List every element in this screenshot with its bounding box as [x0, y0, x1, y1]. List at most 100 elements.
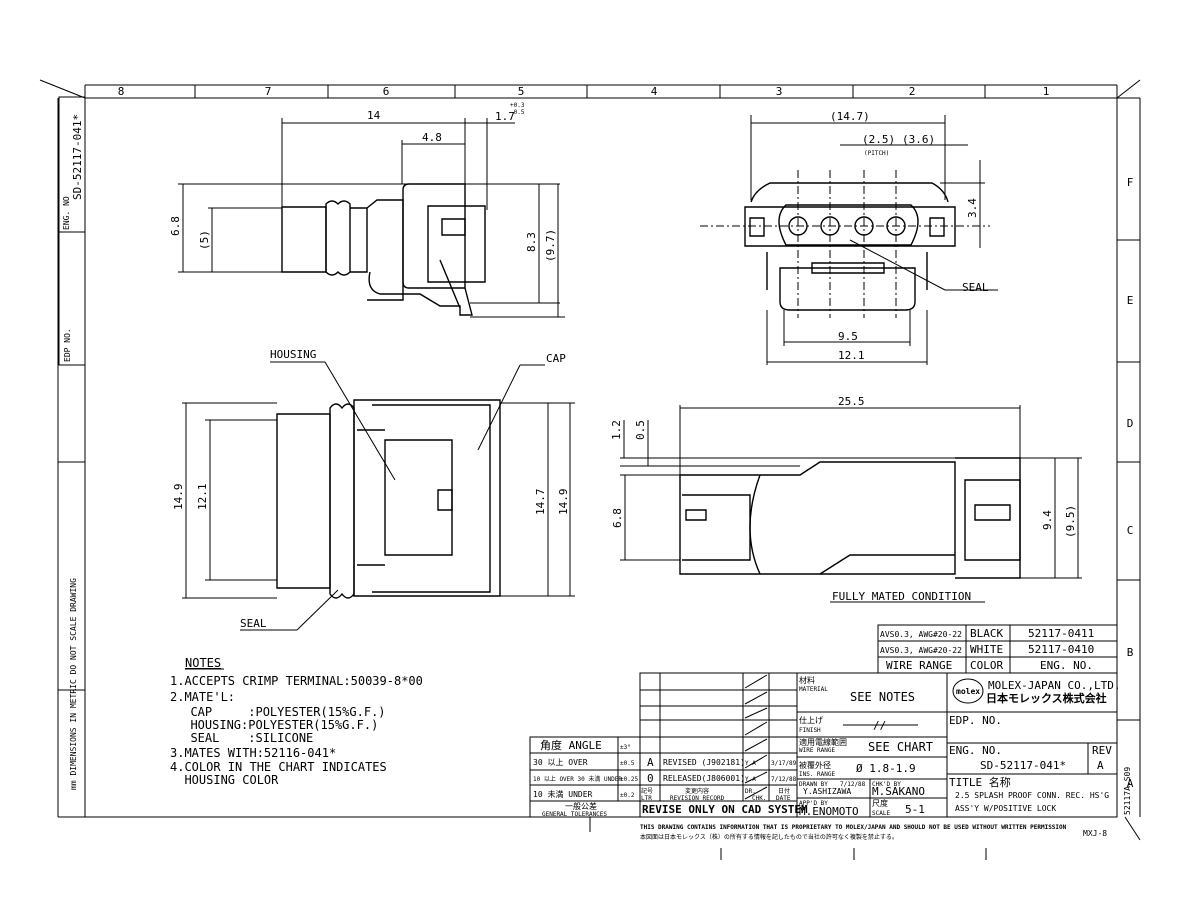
pitch-label: (PITCH)	[864, 150, 889, 157]
dim-tol-plus: +0.3	[510, 102, 525, 109]
seal-label: SEAL	[962, 281, 989, 294]
material-value: SEE NOTES	[850, 690, 915, 704]
dim-5: (5)	[198, 230, 211, 250]
note-line: SEAL :SILICONE	[176, 731, 313, 745]
tol-value: ±0.2	[620, 792, 635, 799]
dim-3-4: 3.4	[966, 198, 979, 218]
ltr-label: LTR	[641, 795, 652, 802]
tol-value: ±0.5	[620, 760, 635, 767]
tol-footer: GENERAL TOLERANCES	[542, 811, 607, 818]
ltr-jp: 記号	[641, 787, 653, 795]
notes-title: NOTES	[185, 656, 221, 670]
cad-notice: REVISE ONLY ON CAD SYSTEM	[642, 803, 808, 816]
note-line: CAP :POLYESTER(15%G.F.)	[176, 705, 386, 719]
drawn-by: Y.ASHIZAWA	[803, 787, 851, 796]
header-eng-no: ENG. NO.	[1040, 659, 1093, 672]
wire-range-value: SEE CHART	[868, 740, 933, 754]
wire-range-jp: 適用電線範囲	[799, 737, 847, 747]
metric-note: mm DIMENSIONS IN METRIC DO NOT SCALE DRA…	[69, 578, 78, 790]
title-line-1: 2.5 SPLASH PROOF CONN. REC. HS'G	[955, 791, 1109, 800]
notes: NOTES 1.ACCEPTS CRIMP TERMINAL:50039-8*0…	[170, 656, 423, 787]
record-jp: 変更内容	[685, 787, 709, 795]
wire-spec: AVS0.3, AWG#20-22	[880, 646, 962, 655]
row-letter: B	[1127, 646, 1134, 659]
company-name: MOLEX-JAPAN CO.,LTD.	[988, 679, 1120, 692]
title-line-2: ASS'Y W/POSITIVE LOCK	[955, 804, 1056, 813]
dim-0-5: 0.5	[634, 420, 647, 440]
column-number: 7	[265, 85, 272, 98]
record-label: REVISION RECORD	[670, 795, 725, 802]
top-view: 14.9 12.1 14.7 14.9 HOUSING CAP SEAL	[172, 348, 575, 631]
dim-9-7: (9.7)	[544, 229, 557, 262]
chk-label: CHK.	[752, 795, 766, 802]
housing-label: HOUSING	[270, 348, 316, 361]
dim-25-5: 25.5	[838, 395, 865, 408]
note-line: 4.COLOR IN THE CHART INDICATES	[170, 760, 387, 774]
ins-range-label: INS. RANGE	[799, 771, 836, 778]
dim-14: 14	[367, 109, 381, 122]
approved-label: APP'D BY	[799, 800, 828, 807]
tol-range: 10 以上 OVER 30 未満 UNDER	[533, 775, 622, 783]
drawn-date: 7/12/88	[840, 781, 866, 788]
column-number: 5	[518, 85, 525, 98]
dim-12-1: 12.1	[838, 349, 865, 362]
rev-record: RELEASED(J806001)	[663, 774, 745, 783]
wire-chart: AVS0.3, AWG#20-22 BLACK 52117-0411 AVS0.…	[877, 624, 1118, 674]
side-eng-no: SD-52117-041*	[71, 114, 84, 200]
dim-14-7: 14.7	[534, 489, 547, 516]
dim-8-3: 8.3	[525, 232, 538, 252]
rev-by: Y.A	[745, 760, 756, 767]
header-color: COLOR	[970, 659, 1003, 672]
date-jp: 日付	[778, 787, 790, 795]
mated-caption: FULLY MATED CONDITION	[832, 590, 971, 603]
date-label: DATE	[776, 795, 791, 802]
header-wire-range: WIRE RANGE	[886, 659, 952, 672]
dim-14-9: 14.9	[557, 489, 570, 516]
tol-range: 10 未満 UNDER	[533, 789, 593, 799]
front-view: (14.7) (2.5) (3.6) (PITCH) 3.4 9.5 12.1 …	[700, 110, 998, 365]
side-edp-label: EDP NO.	[63, 328, 72, 362]
column-number: 8	[118, 85, 125, 98]
column-number: 1	[1043, 85, 1050, 98]
rev-date: 7/12/88	[771, 776, 797, 783]
note-line: 2.MATE'L:	[170, 690, 235, 704]
scale-label: SCALE	[872, 810, 890, 817]
dim-12-1: 12.1	[196, 484, 209, 511]
proprietary-notice: THIS DRAWING CONTAINS INFORMATION THAT I…	[640, 824, 1067, 831]
note-line: HOUSING:POLYESTER(15%G.F.)	[176, 718, 378, 732]
finish-label: FINISH	[799, 727, 821, 734]
title-label: TITLE 名称	[949, 775, 1011, 789]
molex-logo: molex	[952, 678, 984, 704]
row-letter: A	[1127, 777, 1134, 790]
dim-6-8: 6.8	[611, 508, 624, 528]
dim-1-7: 1.7	[495, 110, 515, 123]
column-number: 4	[651, 85, 658, 98]
dr-label: DR.	[745, 788, 756, 795]
rev-by: Y.A	[745, 776, 756, 783]
tol-value: ±0.25	[620, 776, 638, 783]
note-line: 1.ACCEPTS CRIMP TERMINAL:50039-8*00	[170, 674, 423, 688]
rev-ltr: A	[647, 756, 654, 769]
ins-range-value: Ø 1.8-1.9	[856, 762, 916, 775]
ins-range-jp: 被覆外径	[799, 760, 831, 770]
column-number: 6	[383, 85, 390, 98]
company-name-jp: 日本モレックス株式会社	[986, 691, 1107, 705]
tol-footer-jp: 一般公差	[565, 801, 597, 811]
column-number: 2	[909, 85, 916, 98]
color: BLACK	[970, 627, 1003, 640]
dim-tol-minus: -0.5	[510, 109, 525, 116]
seal-label: SEAL	[240, 617, 267, 630]
finish-jp: 仕上げ	[799, 715, 823, 725]
title-block: 角度 ANGLE ±3° 30 以上 OVER ±0.5 10 以上 OVER …	[529, 672, 1120, 818]
dim-9-4: 9.4	[1041, 510, 1054, 530]
scale-jp: 尺度	[872, 798, 888, 808]
note-line: HOUSING COLOR	[170, 773, 279, 787]
eng-no-label: ENG. NO.	[949, 744, 1002, 757]
dim-9-5: (9.5)	[1064, 505, 1077, 538]
side-view: 14 4.8 1.7 +0.3 -0.5 6.8 (5) 8.3 (9.7)	[169, 102, 565, 318]
material-label: MATERIAL	[799, 686, 828, 693]
wire-spec: AVS0.3, AWG#20-22	[880, 630, 962, 639]
drawn-label: DRAWN BY	[799, 781, 828, 788]
angle-tol: ±3°	[620, 744, 631, 751]
color: WHITE	[970, 643, 1003, 656]
